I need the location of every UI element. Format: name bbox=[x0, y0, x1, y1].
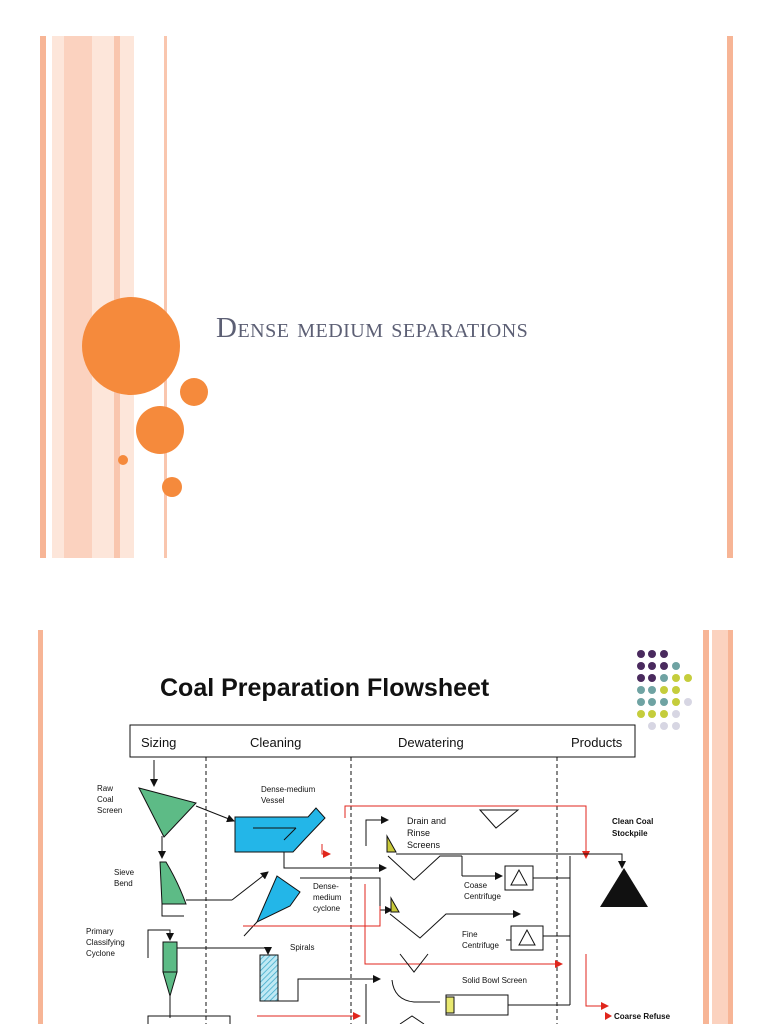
dm-vessel-icon bbox=[234, 807, 326, 853]
sieve-bend-icon bbox=[159, 861, 187, 905]
fine-screen-icon bbox=[390, 896, 400, 913]
slide2-title: Coal Preparation Flowsheet bbox=[160, 674, 490, 702]
slide-title: Dense medium separations bbox=[40, 36, 733, 558]
left-stripe-3 bbox=[92, 36, 114, 558]
dm-vessel-label: Dense-medium Vessel bbox=[261, 785, 317, 805]
left-edge-stripe bbox=[40, 36, 46, 558]
left-stripe-1 bbox=[52, 36, 64, 558]
small-circle-1 bbox=[180, 378, 208, 406]
left-stripe-2 bbox=[64, 36, 92, 558]
dot-grid-decoration bbox=[637, 650, 692, 730]
coarse-refuse-label: Coarse Refuse bbox=[614, 1012, 671, 1021]
dm-cyclone-icon bbox=[256, 875, 301, 924]
small-circle-2 bbox=[162, 477, 182, 497]
slide1-title: Dense medium separations bbox=[216, 312, 529, 344]
header-sizing: Sizing bbox=[141, 735, 176, 750]
spirals-label: Spirals bbox=[290, 943, 314, 952]
left-stripe-4 bbox=[114, 36, 120, 558]
medium-circle bbox=[136, 406, 184, 454]
right-stripe-1 bbox=[703, 630, 709, 1024]
left-edge-stripe bbox=[38, 630, 43, 1024]
left-stripe-5 bbox=[120, 36, 134, 558]
raw-coal-screen-label: Raw Coal Screen bbox=[97, 784, 122, 815]
drain-screen-icon bbox=[386, 834, 397, 853]
spirals-icon bbox=[259, 954, 279, 1002]
clean-coal-label: Clean Coal Stockpile bbox=[612, 817, 656, 838]
clean-coal-stockpile-icon bbox=[600, 868, 648, 907]
sump-icon-1 bbox=[478, 809, 520, 829]
sump-icon-2 bbox=[399, 953, 429, 973]
slide-flowsheet: Sizing Cleaning Dewatering Products Raw … bbox=[0, 614, 768, 1024]
drain-rinse-label: Drain and Rinse Screens bbox=[407, 816, 449, 850]
right-edge-stripe bbox=[727, 36, 733, 558]
coarse-centrifuge-label: Coase Centrifuge bbox=[464, 881, 501, 901]
left-divider-line bbox=[164, 36, 167, 558]
solid-bowl-icon bbox=[445, 994, 509, 1016]
solid-bowl-label: Solid Bowl Screen bbox=[462, 976, 527, 985]
large-circle bbox=[82, 297, 180, 395]
slide1-decoration bbox=[40, 36, 733, 558]
header-box bbox=[129, 724, 636, 758]
primary-cyclone-label: Primary Classifying Cyclone bbox=[86, 927, 127, 958]
raw-coal-screen-icon bbox=[138, 787, 197, 838]
right-stripe-2 bbox=[712, 630, 728, 1024]
primary-cyclone-icon bbox=[162, 941, 178, 973]
right-stripe-3 bbox=[728, 630, 733, 1024]
flowsheet-diagram: Sizing Cleaning Dewatering Products Raw … bbox=[38, 630, 733, 1024]
header-cleaning: Cleaning bbox=[250, 735, 301, 750]
column-separators bbox=[205, 757, 558, 1024]
medium-circuit-lines bbox=[243, 805, 609, 1020]
tiny-circle bbox=[118, 455, 128, 465]
dm-cyclone-label: Dense- medium cyclone bbox=[313, 882, 344, 913]
fine-centrifuge-label: Fine Centrifuge bbox=[462, 930, 499, 950]
sieve-bend-label: Sieve Bend bbox=[114, 868, 136, 888]
header-products: Products bbox=[571, 735, 623, 750]
header-dewatering: Dewatering bbox=[398, 735, 464, 750]
